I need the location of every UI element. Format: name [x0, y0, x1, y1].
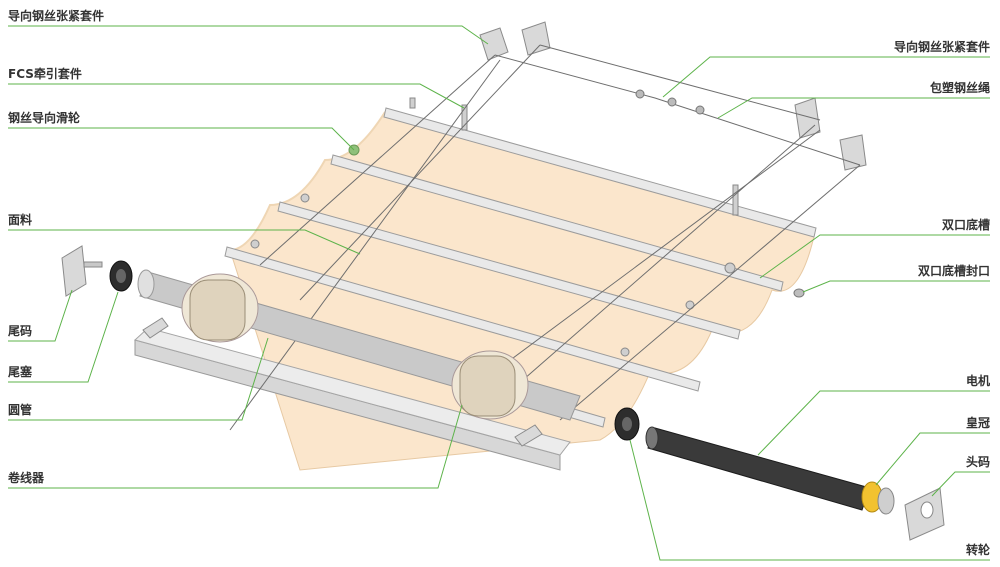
label-double-slot-bottom-rail: 双口底槽	[941, 218, 990, 232]
tail-bracket-part	[61, 245, 103, 297]
crown-part	[861, 481, 895, 515]
guide-wire-tension-brackets	[409, 21, 867, 216]
fabric-panel	[229, 111, 816, 471]
label-fcs-pull-kit: FCS牵引套件	[8, 67, 82, 81]
label-motor: 电机	[965, 374, 990, 388]
label-fabric: 面料	[8, 213, 33, 227]
label-tail-bracket: 尾码	[8, 324, 33, 338]
tail-plug-part	[109, 260, 133, 292]
end-cap-part	[793, 288, 805, 298]
label-winder: 卷线器	[8, 471, 45, 485]
label-tail-plug: 尾塞	[8, 365, 33, 379]
label-coated-wire-rope: 包塑钢丝绳	[929, 81, 990, 95]
label-drive-wheel: 转轮	[965, 543, 990, 557]
label-guide-tension-kit-left: 导向钢丝张紧套件	[8, 9, 105, 23]
winder-parts	[181, 273, 529, 420]
head-bracket-part	[904, 487, 945, 541]
label-guide-tension-kit-right: 导向钢丝张紧套件	[893, 40, 990, 54]
label-round-tube: 圆管	[8, 403, 33, 417]
label-double-slot-end-cap: 双口底槽封口	[917, 264, 990, 278]
coated-wire-ropes	[229, 44, 861, 431]
leader-lines	[8, 25, 990, 561]
drive-wheel-part	[614, 407, 640, 441]
label-head-bracket: 头码	[965, 455, 990, 469]
label-wire-guide-pulley: 钢丝导向滑轮	[8, 111, 81, 125]
label-crown: 皇冠	[965, 416, 990, 430]
bottom-frame	[133, 317, 571, 471]
motor-part	[645, 426, 871, 511]
